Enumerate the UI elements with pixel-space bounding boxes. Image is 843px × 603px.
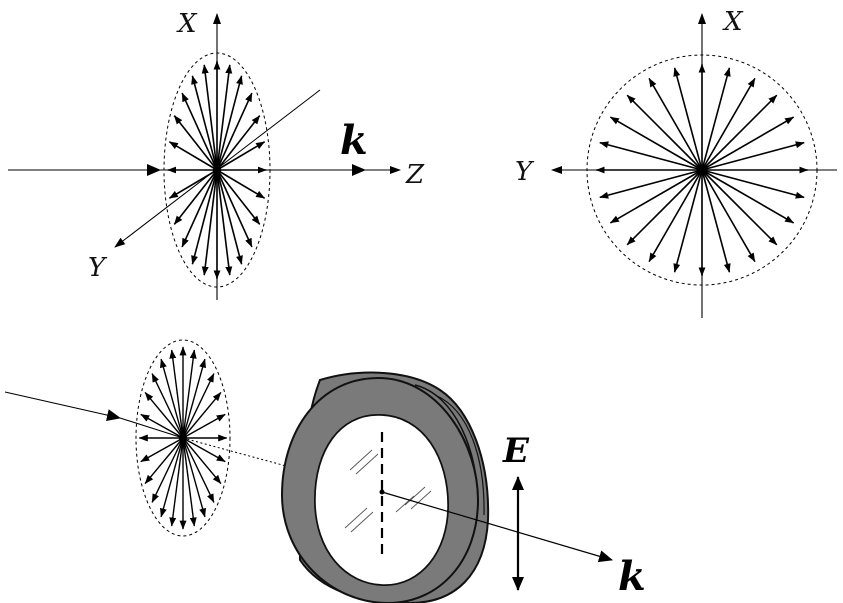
field-vector-arrow — [701, 169, 731, 273]
field-vector-arrow — [216, 169, 243, 265]
front-view-diagram: X Y — [515, 7, 837, 318]
field-vector-arrow — [160, 358, 184, 439]
field-vector-arrow — [160, 437, 184, 518]
field-vector-arrow — [173, 169, 218, 225]
side-view-diagram: X Y Z k — [8, 9, 425, 300]
incoming-beam — [4, 391, 121, 421]
field-vector-arrow — [151, 373, 184, 439]
field-vector-arrow — [140, 413, 184, 439]
field-vector-arrow — [140, 437, 184, 463]
x-axis-label-right: X — [722, 7, 744, 37]
field-vector-arrow — [182, 437, 215, 503]
y-axis-left — [114, 89, 321, 248]
field-vector-arrow — [182, 391, 222, 439]
field-vector-arrow — [182, 437, 226, 463]
polarizer-rim-edge — [414, 384, 479, 506]
field-vector-arrow — [216, 75, 243, 171]
field-vector-arrow — [701, 77, 756, 171]
field-vector-arrow — [701, 116, 795, 171]
field-vector-arrow — [673, 67, 703, 171]
beam-segment — [119, 417, 184, 439]
z-axis-label-left: Z — [405, 160, 425, 190]
field-vector-arrow — [599, 169, 703, 199]
field-vector-arrow — [599, 141, 703, 171]
field-vector-arrow — [191, 75, 218, 171]
field-vector-arrow — [182, 437, 222, 485]
field-vector-arrow — [182, 413, 226, 439]
field-vector-arrow — [144, 391, 184, 439]
field-vector-arrow — [609, 169, 703, 224]
field-vector-arrow — [201, 169, 218, 276]
field-vector-arrow — [216, 169, 233, 276]
beam-polarization-ellipse — [135, 339, 231, 537]
field-vector-arrow — [701, 141, 805, 171]
field-vector-arrow — [181, 169, 218, 248]
y-axis-label-left: Y — [88, 253, 108, 283]
y-axis-label-right: Y — [515, 157, 535, 187]
field-vector-arrow — [609, 116, 703, 171]
front-view-field-vectors — [595, 63, 809, 277]
polarizer-diagram: E k — [4, 339, 646, 603]
field-vector-arrow — [673, 169, 703, 273]
field-vector-arrow — [216, 92, 253, 171]
field-vector-arrow — [151, 437, 184, 503]
field-vector-arrow — [173, 115, 218, 171]
field-vector-arrow — [182, 437, 197, 527]
glass-glare-marks — [344, 449, 432, 533]
k-label-left: k — [340, 117, 368, 164]
field-vector-arrow — [701, 169, 778, 246]
field-vector-arrow — [216, 169, 253, 248]
beam-field-vectors — [138, 346, 228, 530]
field-vector-arrow — [701, 169, 805, 199]
field-vector-arrow — [701, 169, 795, 224]
field-vector-arrow — [216, 169, 266, 199]
field-vector-arrow — [216, 141, 266, 171]
field-vector-arrow — [216, 64, 233, 171]
field-vector-arrow — [216, 115, 261, 171]
field-vector-arrow — [626, 94, 703, 171]
field-vector-arrow — [626, 169, 703, 246]
field-vector-arrow — [216, 169, 261, 225]
field-vector-arrow — [191, 169, 218, 265]
field-vector-arrow — [182, 437, 206, 518]
field-vector-arrow — [648, 169, 703, 263]
field-vector-arrow — [201, 64, 218, 171]
field-vector-arrow — [648, 77, 703, 171]
polarizer-rim-edge-2 — [434, 394, 485, 516]
field-vector-arrow — [169, 437, 184, 527]
field-vector-arrow — [182, 349, 197, 439]
x-axis-label-left: X — [176, 9, 198, 39]
field-vector-arrow — [144, 437, 184, 485]
polarizer-ring — [280, 371, 490, 603]
beam-center-dot — [379, 489, 385, 495]
field-vector-arrow — [701, 169, 756, 263]
field-vector-arrow — [701, 94, 778, 171]
field-vector-arrow — [182, 358, 206, 439]
field-vector-arrow — [182, 373, 215, 439]
e-field-label: E — [502, 431, 530, 471]
k-label-bottom: k — [618, 553, 646, 600]
field-vector-arrow — [181, 92, 218, 171]
field-vector-arrow — [168, 141, 218, 171]
field-vector-arrow — [701, 67, 731, 171]
field-vector-arrow — [169, 349, 184, 439]
outgoing-beam — [381, 491, 613, 563]
